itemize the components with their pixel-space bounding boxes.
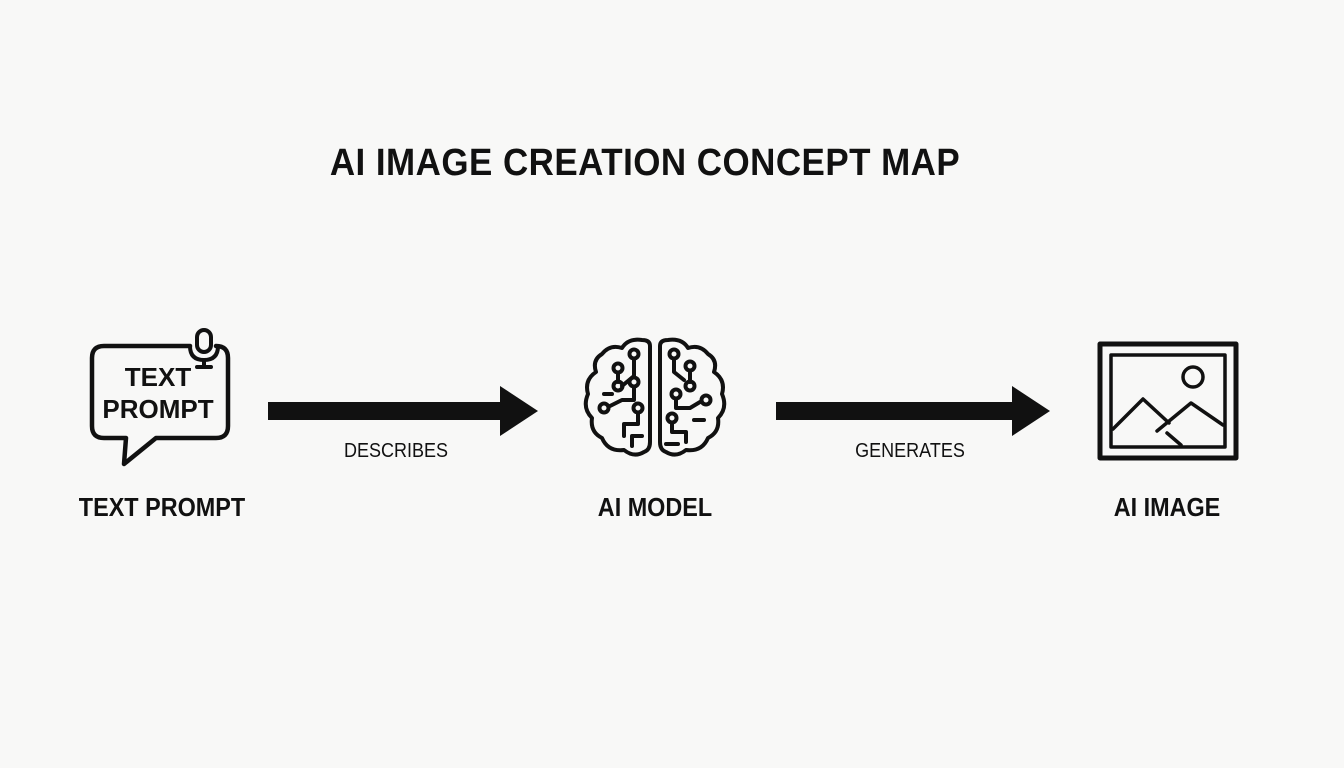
node-label-ai-model: AI MODEL xyxy=(597,492,713,522)
bubble-text-line1: TEXT xyxy=(125,362,192,392)
node-label-ai-image: AI IMAGE xyxy=(1113,492,1221,522)
arrow-describes xyxy=(268,386,538,436)
bubble-text-line2: PROMPT xyxy=(102,394,213,424)
arrow-generates xyxy=(776,386,1050,436)
brain-circuit-icon xyxy=(583,337,727,457)
node-label-text-prompt: TEXT PROMPT xyxy=(78,492,246,522)
framed-landscape-image-icon xyxy=(1097,341,1239,461)
edge-label-describes: DESCRIBES xyxy=(343,440,449,462)
edge-label-generates: GENERATES xyxy=(855,440,965,462)
speech-bubble-microphone-icon: TEXT PROMPT xyxy=(89,328,231,467)
diagram-title: AI IMAGE CREATION CONCEPT MAP xyxy=(329,142,961,184)
